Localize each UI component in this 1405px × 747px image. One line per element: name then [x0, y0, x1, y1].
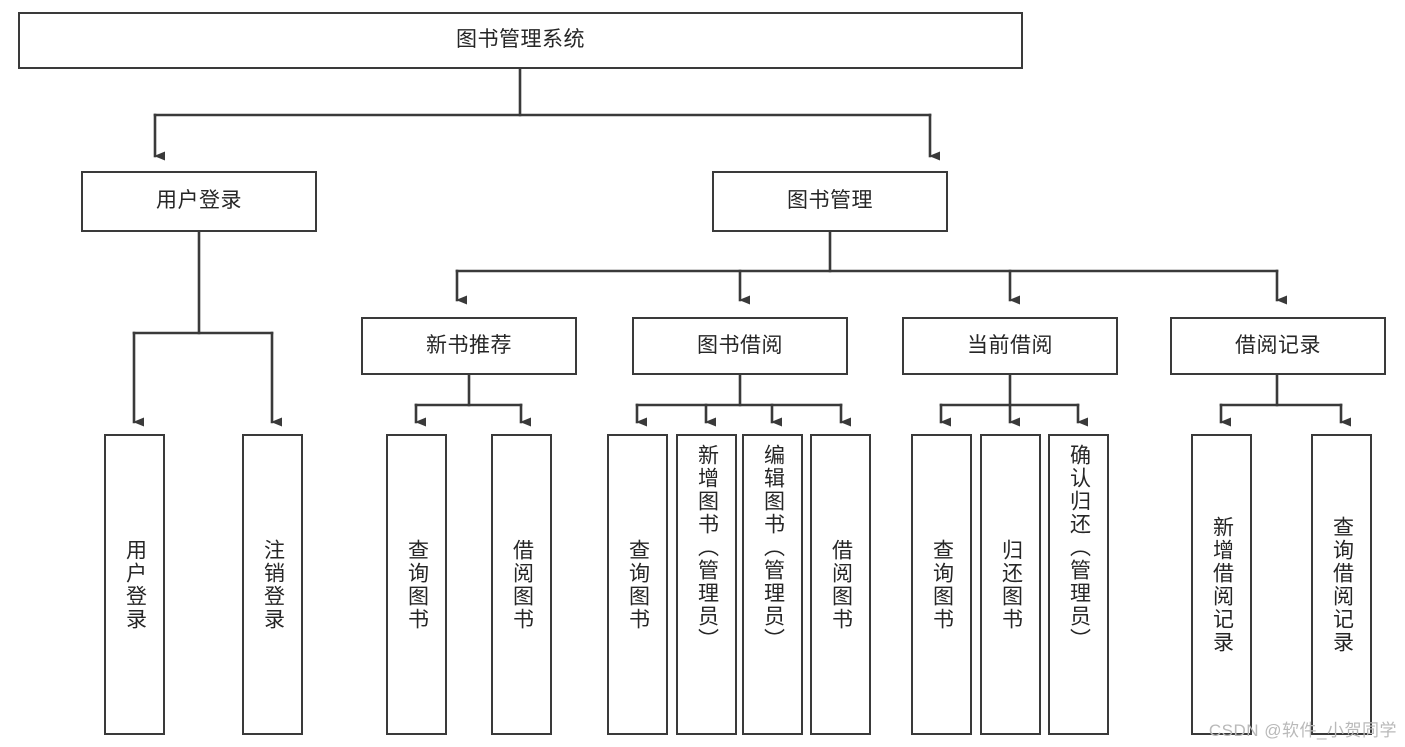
node-root-label: 图书管理系统 — [456, 28, 585, 52]
leaf-query-book-3-label: 查询图书 — [930, 538, 954, 631]
leaf-edit-book[interactable]: 编辑图书（管理员） — [742, 434, 803, 735]
leaf-borrow-book-1-label: 借阅图书 — [510, 538, 534, 631]
leaf-confirm-return-label: 确认归还（管理员） — [1067, 444, 1091, 651]
leaf-confirm-return[interactable]: 确认归还（管理员） — [1048, 434, 1109, 735]
node-borrow-record[interactable]: 借阅记录 — [1170, 317, 1386, 375]
node-borrow-record-label: 借阅记录 — [1235, 333, 1321, 357]
leaf-query-record[interactable]: 查询借阅记录 — [1311, 434, 1372, 735]
leaf-user-login[interactable]: 用户登录 — [104, 434, 165, 735]
node-user-login[interactable]: 用户登录 — [81, 171, 317, 232]
csdn-watermark: CSDN @软件_小贺同学 — [1208, 721, 1397, 740]
leaf-add-record-label: 新增借阅记录 — [1210, 515, 1234, 654]
leaf-edit-book-label: 编辑图书（管理员） — [761, 444, 785, 651]
leaf-add-book-label: 新增图书（管理员） — [695, 444, 719, 651]
leaf-borrow-book-2[interactable]: 借阅图书 — [810, 434, 871, 735]
leaf-add-record[interactable]: 新增借阅记录 — [1191, 434, 1252, 735]
node-book-manage-label: 图书管理 — [787, 189, 873, 213]
leaf-query-book-3[interactable]: 查询图书 — [911, 434, 972, 735]
node-new-book-rec-label: 新书推荐 — [426, 333, 512, 357]
node-book-manage[interactable]: 图书管理 — [712, 171, 948, 232]
leaf-query-book-2[interactable]: 查询图书 — [607, 434, 668, 735]
leaf-user-login-label: 用户登录 — [123, 538, 147, 631]
leaf-add-book[interactable]: 新增图书（管理员） — [676, 434, 737, 735]
node-current-borrow[interactable]: 当前借阅 — [902, 317, 1118, 375]
leaf-borrow-book-1[interactable]: 借阅图书 — [491, 434, 552, 735]
node-book-borrow-label: 图书借阅 — [697, 333, 783, 357]
node-new-book-rec[interactable]: 新书推荐 — [361, 317, 577, 375]
node-book-borrow[interactable]: 图书借阅 — [632, 317, 848, 375]
leaf-logout-login[interactable]: 注销登录 — [242, 434, 303, 735]
node-user-login-label: 用户登录 — [156, 189, 242, 213]
leaf-query-book-1[interactable]: 查询图书 — [386, 434, 447, 735]
leaf-query-book-2-label: 查询图书 — [626, 538, 650, 631]
leaf-logout-login-label: 注销登录 — [261, 538, 285, 631]
leaf-borrow-book-2-label: 借阅图书 — [829, 538, 853, 631]
leaf-return-book-label: 归还图书 — [999, 538, 1023, 631]
leaf-query-record-label: 查询借阅记录 — [1330, 515, 1354, 654]
node-root[interactable]: 图书管理系统 — [18, 12, 1023, 69]
node-current-borrow-label: 当前借阅 — [967, 333, 1053, 357]
leaf-query-book-1-label: 查询图书 — [405, 538, 429, 631]
leaf-return-book[interactable]: 归还图书 — [980, 434, 1041, 735]
